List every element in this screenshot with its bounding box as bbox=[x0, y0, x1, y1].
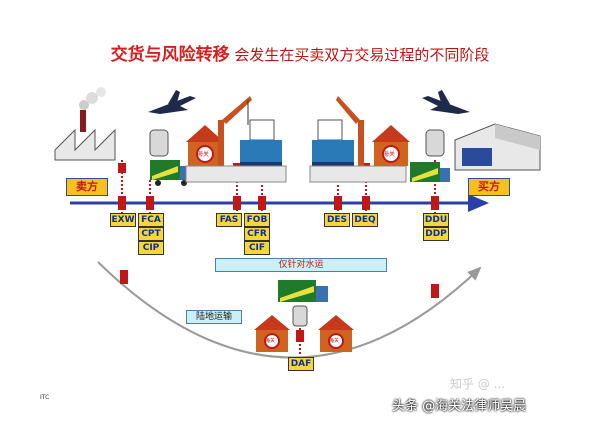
water-transport-band: 仅针对水运 bbox=[215, 258, 387, 272]
terminal-tank-icon-bottom bbox=[292, 305, 308, 327]
seller-label: 卖方 bbox=[66, 178, 108, 196]
customs-house-bottom-left bbox=[254, 315, 290, 352]
customs-house-right bbox=[372, 125, 410, 166]
term-cfr: CFR bbox=[244, 227, 270, 241]
truck-icon-right bbox=[410, 162, 450, 182]
watermark: 头条 @海关法律师吴晨 bbox=[392, 399, 527, 414]
airplane-icon-left bbox=[148, 90, 196, 114]
customs-label-bottom-left: 海关 bbox=[265, 338, 276, 344]
term-fas: FAS bbox=[216, 213, 242, 227]
customs-label-bottom-right: 海关 bbox=[329, 338, 340, 344]
ship-icon-right bbox=[312, 119, 354, 170]
dock-right bbox=[309, 165, 407, 183]
buyer-label: 买方 bbox=[468, 178, 510, 196]
customs-label-left: 海关 bbox=[197, 151, 210, 158]
customs-house-left bbox=[186, 125, 224, 166]
term-fca: FCA bbox=[138, 213, 164, 227]
term-des: DES bbox=[324, 213, 350, 227]
customs-house-bottom-right bbox=[318, 315, 354, 352]
term-exw: EXW bbox=[110, 213, 136, 227]
ship-icon-left bbox=[240, 119, 282, 170]
curve-markers bbox=[120, 270, 439, 342]
watermark-faint: 知乎 @ ... bbox=[450, 377, 506, 391]
term-cip: CIP bbox=[138, 241, 164, 255]
diagram-title: 交货与风险转移 会发生在买卖双方交易过程的不同阶段 bbox=[0, 40, 600, 65]
terminal-tank-icon-right bbox=[425, 129, 445, 157]
dock-left bbox=[185, 165, 287, 183]
seller-factory-icon bbox=[54, 87, 116, 161]
port-crane-right bbox=[336, 96, 364, 168]
term-daf: DAF bbox=[288, 357, 314, 371]
itc-footer: ITC bbox=[40, 394, 50, 401]
term-fob: FOB bbox=[244, 213, 270, 227]
terminal-tank-icon-left bbox=[149, 129, 169, 157]
title-sub: 会发生在买卖双方交易过程的不同阶段 bbox=[234, 46, 490, 64]
truck-icon-left bbox=[150, 160, 190, 186]
title-main: 交货与风险转移 bbox=[110, 45, 230, 65]
land-transport-band: 陆地运输 bbox=[186, 310, 242, 324]
term-deq: DEQ bbox=[352, 213, 378, 227]
term-ddp: DDP bbox=[423, 227, 449, 241]
buyer-warehouse-icon bbox=[454, 123, 541, 171]
term-cif: CIF bbox=[244, 241, 270, 255]
port-crane-left bbox=[218, 96, 252, 168]
term-cpt: CPT bbox=[138, 227, 164, 241]
land-route-curve bbox=[97, 261, 482, 359]
customs-label-right: 海关 bbox=[383, 151, 396, 158]
truck-icon-center bbox=[278, 280, 328, 302]
airplane-icon-right bbox=[422, 90, 470, 114]
term-ddu: DDU bbox=[423, 213, 449, 227]
